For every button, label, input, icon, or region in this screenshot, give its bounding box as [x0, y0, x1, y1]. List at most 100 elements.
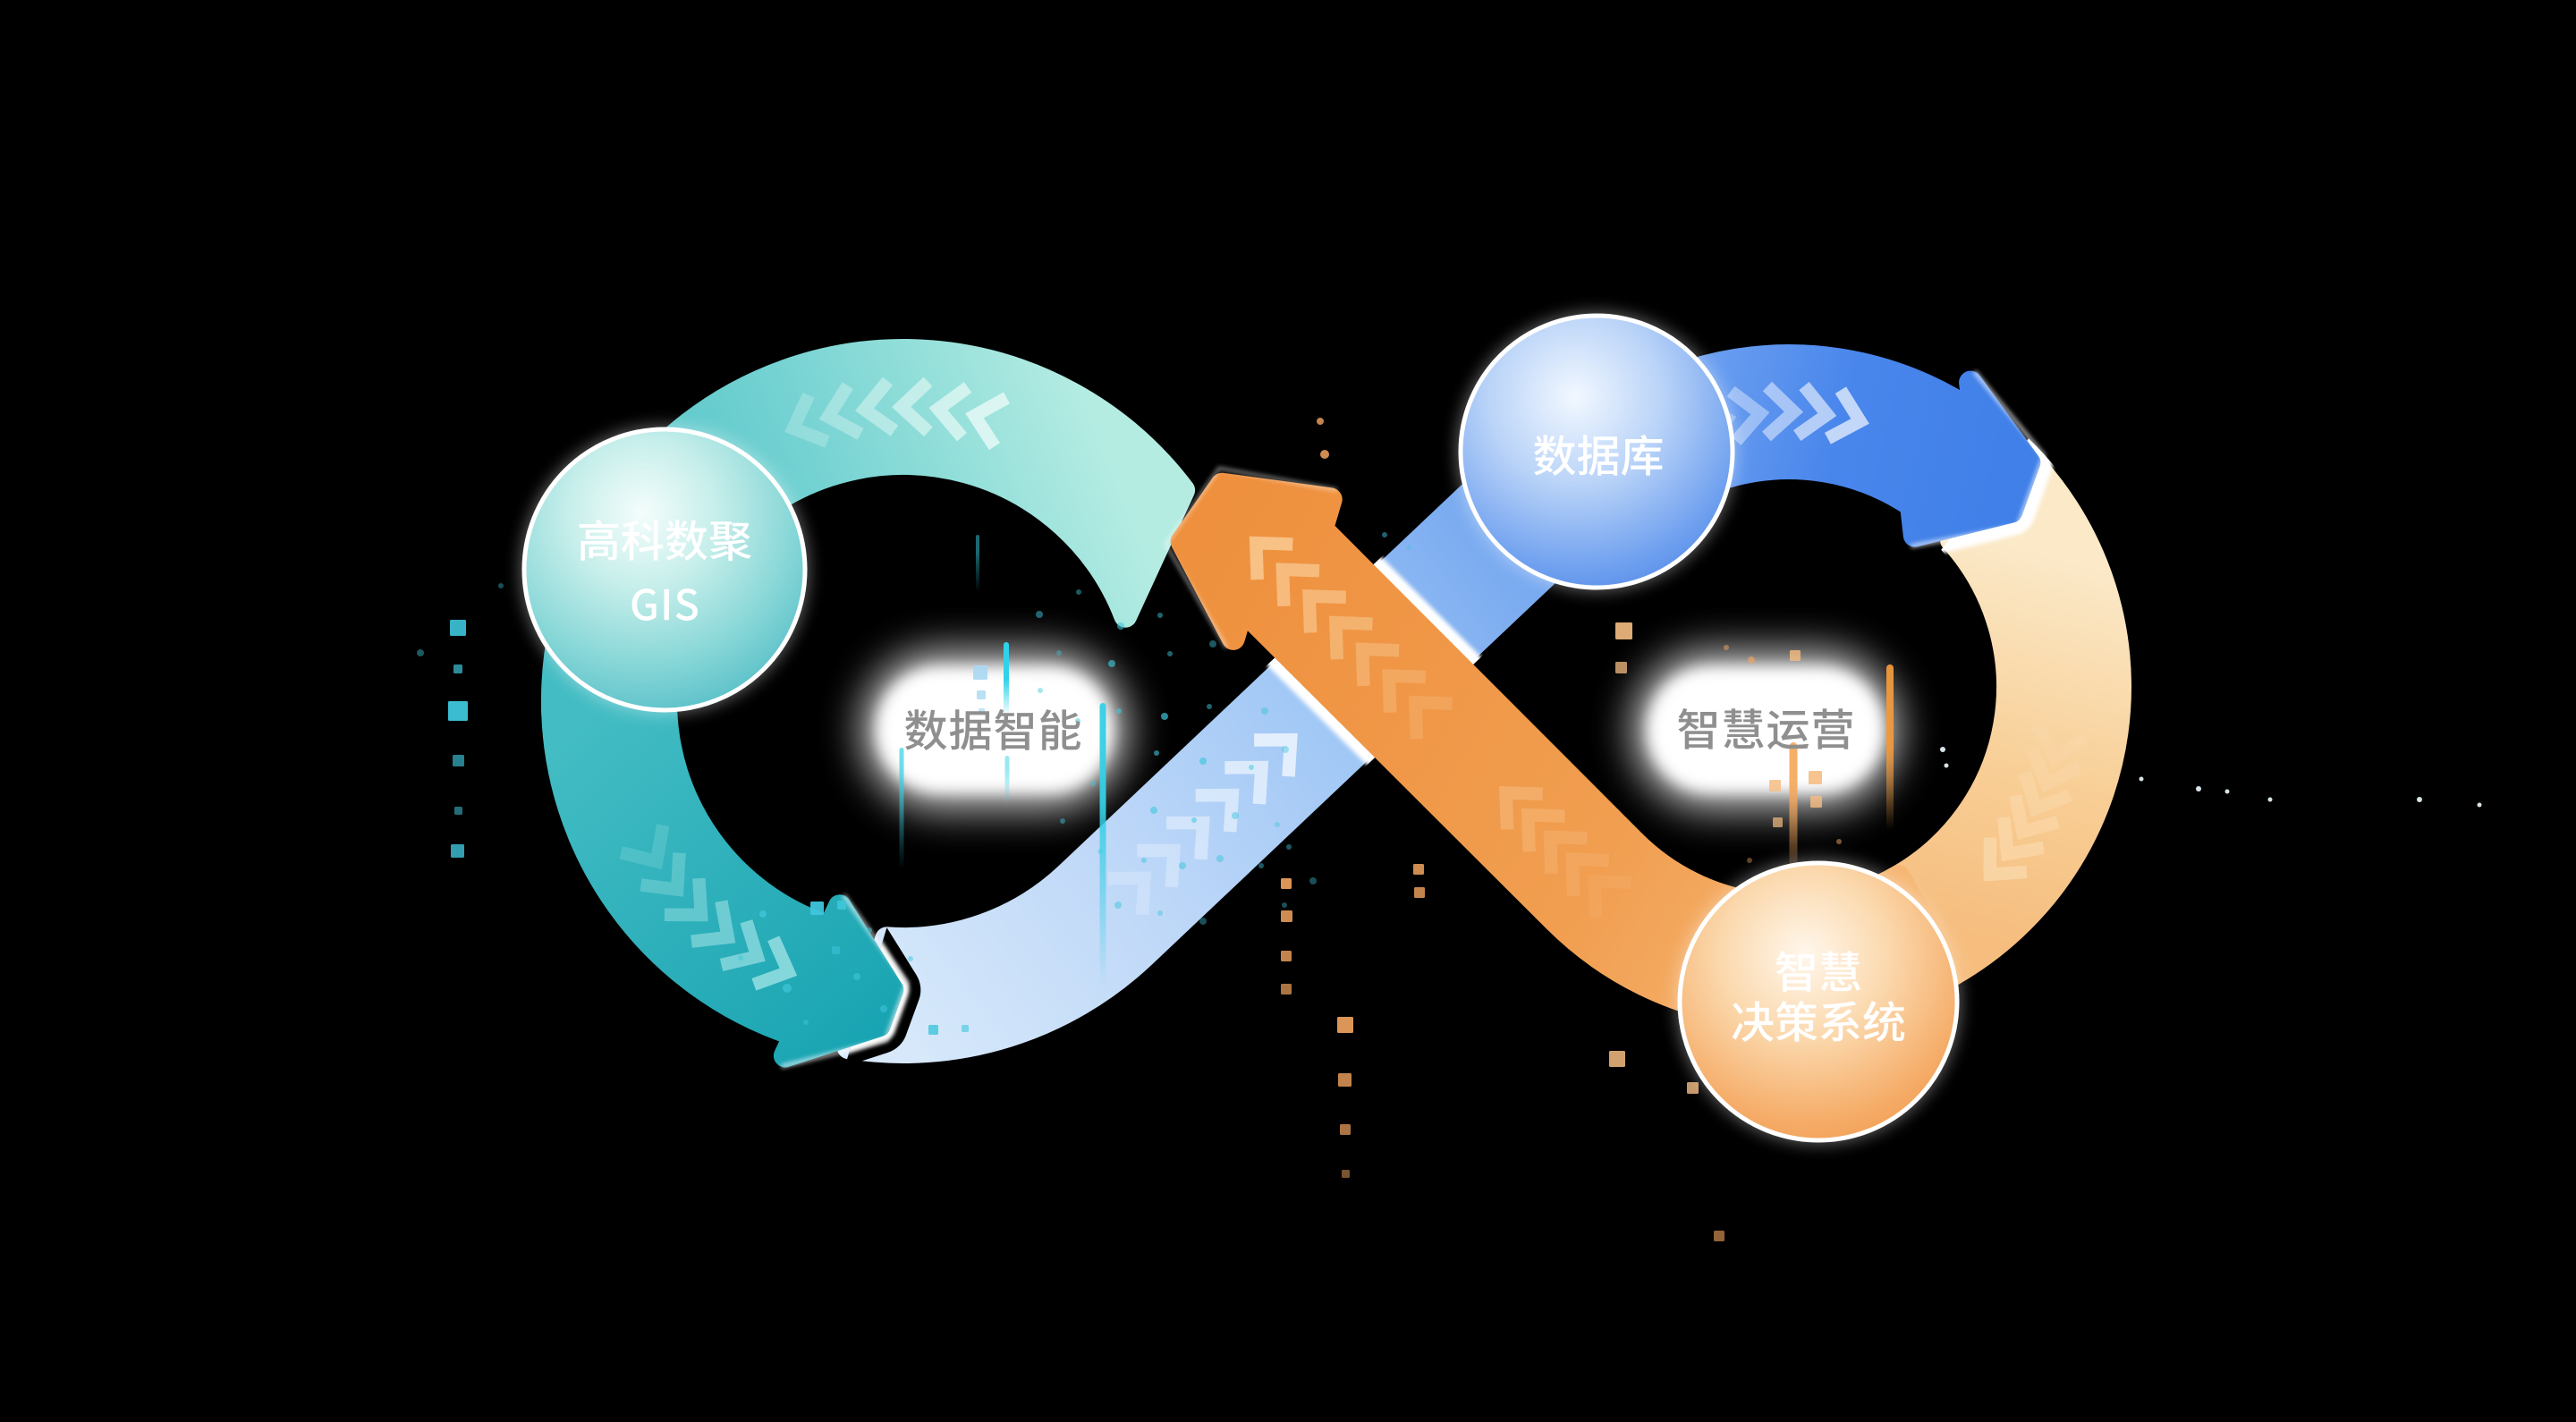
particle-dot [1261, 707, 1268, 715]
particle-dot [1076, 589, 1081, 595]
chevron-arrow-icon [1275, 563, 1320, 607]
particle-dot [1209, 640, 1216, 648]
data-streak [1099, 703, 1106, 988]
stage-label-smart-operations [1678, 708, 1852, 749]
chevrons-teal-bottom [619, 824, 798, 991]
particle-dot [803, 1020, 809, 1025]
particle-square [453, 755, 464, 766]
particle-dot [853, 973, 860, 980]
particle-dot [1157, 910, 1163, 916]
chevron-arrow-icon [1499, 785, 1543, 830]
data-streak [1004, 642, 1009, 715]
particle-square [448, 701, 468, 721]
data-streak [1789, 742, 1798, 881]
node-database [1457, 312, 1736, 591]
particles [417, 418, 2482, 1241]
chevron-arrow-icon [1137, 843, 1182, 888]
node-gis-text-line2 [631, 588, 698, 621]
particle-dot [1199, 758, 1207, 765]
particle-dot [1249, 765, 1254, 770]
particle-dot [2417, 797, 2422, 802]
chevron-arrow-icon [664, 877, 708, 922]
node-gis-sphere [521, 427, 808, 713]
particle-dot [2139, 776, 2144, 782]
particle-square [973, 665, 987, 680]
chevron-arrow-icon [1165, 816, 1210, 860]
particle-dot [1199, 918, 1207, 925]
node-decision-text-line2 [1732, 1001, 1905, 1042]
chevron-arrow-icon [1983, 837, 2028, 882]
particle-dot [1056, 650, 1062, 656]
chevron-arrow-icon [719, 919, 766, 971]
node-decision-sphere [1677, 860, 1960, 1143]
chevron-arrow-icon [2031, 722, 2089, 767]
chevron-arrow-icon [1302, 588, 1346, 633]
particle-square [453, 664, 462, 673]
chevron-arrow-icon [892, 377, 933, 437]
chevron-arrow-icon [1224, 760, 1269, 805]
particle-square [832, 946, 840, 954]
particle-dot [1150, 807, 1157, 814]
particle-dot [880, 1005, 887, 1012]
particle-dot [1286, 844, 1292, 850]
chevron-arrow-icon [1762, 381, 1804, 442]
chevron-arrow-icon [640, 852, 686, 897]
particle-dot [1382, 532, 1387, 537]
particle-square [1281, 878, 1292, 889]
chevrons-teal-top [784, 377, 1011, 451]
chevron-arrow-icon [1824, 386, 1869, 444]
chevron-arrow-icon [2026, 747, 2082, 793]
particle-dot [1117, 622, 1124, 630]
chevrons-orange-diagonal [1249, 536, 1453, 740]
particle-square [454, 807, 462, 815]
band-left-ring-teal-arrow [540, 686, 904, 1068]
particle-dot [1747, 858, 1752, 863]
label-glow-left [860, 649, 1129, 810]
particle-square [1714, 1231, 1724, 1241]
particle-square [928, 1025, 938, 1035]
node-decision [1676, 859, 1961, 1144]
particle-dot [1141, 858, 1147, 863]
chevron-arrow-icon [965, 392, 1011, 451]
node-database-text [1534, 435, 1663, 476]
particle-square [451, 844, 464, 858]
chevrons-orange-departure [1499, 785, 1631, 918]
particle-dot [1940, 747, 1945, 752]
chevron-arrow-icon [1408, 695, 1453, 740]
particle-square [962, 1025, 969, 1032]
particle-dot [1282, 746, 1289, 753]
data-streak [976, 535, 979, 592]
particle-dot [1167, 651, 1173, 656]
particle-dot [417, 649, 424, 656]
band-left-bottom-blue [836, 395, 1650, 1063]
particle-dot [1724, 645, 1729, 650]
particle-dot [1207, 704, 1212, 709]
particle-dot [1216, 855, 1224, 862]
chevron-arrow-icon [1249, 536, 1293, 580]
particle-square [1414, 887, 1425, 898]
particle-dot [2196, 786, 2201, 791]
blue-arrowhead-rim [1910, 369, 2046, 549]
chevrons-blue-diagonal [1107, 732, 1298, 916]
stage-label-text-path [905, 709, 1080, 750]
label-glow-right [1631, 649, 1900, 810]
particle-dot [1282, 902, 1287, 908]
particle-square [1281, 951, 1292, 961]
particle-square [837, 901, 846, 910]
chevron-arrow-icon [691, 900, 736, 948]
particle-square [1342, 1170, 1350, 1178]
particle-dot [867, 927, 872, 933]
particle-dot [783, 984, 792, 993]
particle-square [1281, 910, 1292, 922]
chevron-arrow-icon [784, 392, 830, 448]
chevron-arrow-icon [854, 377, 899, 436]
band-right-ring-cream [1880, 436, 2131, 991]
particle-square [1337, 1017, 1353, 1033]
particle-square [1609, 1051, 1625, 1067]
flow-left-bottom-blue-band [836, 395, 1650, 1063]
particle-dot [1116, 708, 1122, 714]
node-gis [521, 426, 809, 714]
particle-square [1615, 622, 1632, 639]
particle-dot [1232, 812, 1239, 819]
